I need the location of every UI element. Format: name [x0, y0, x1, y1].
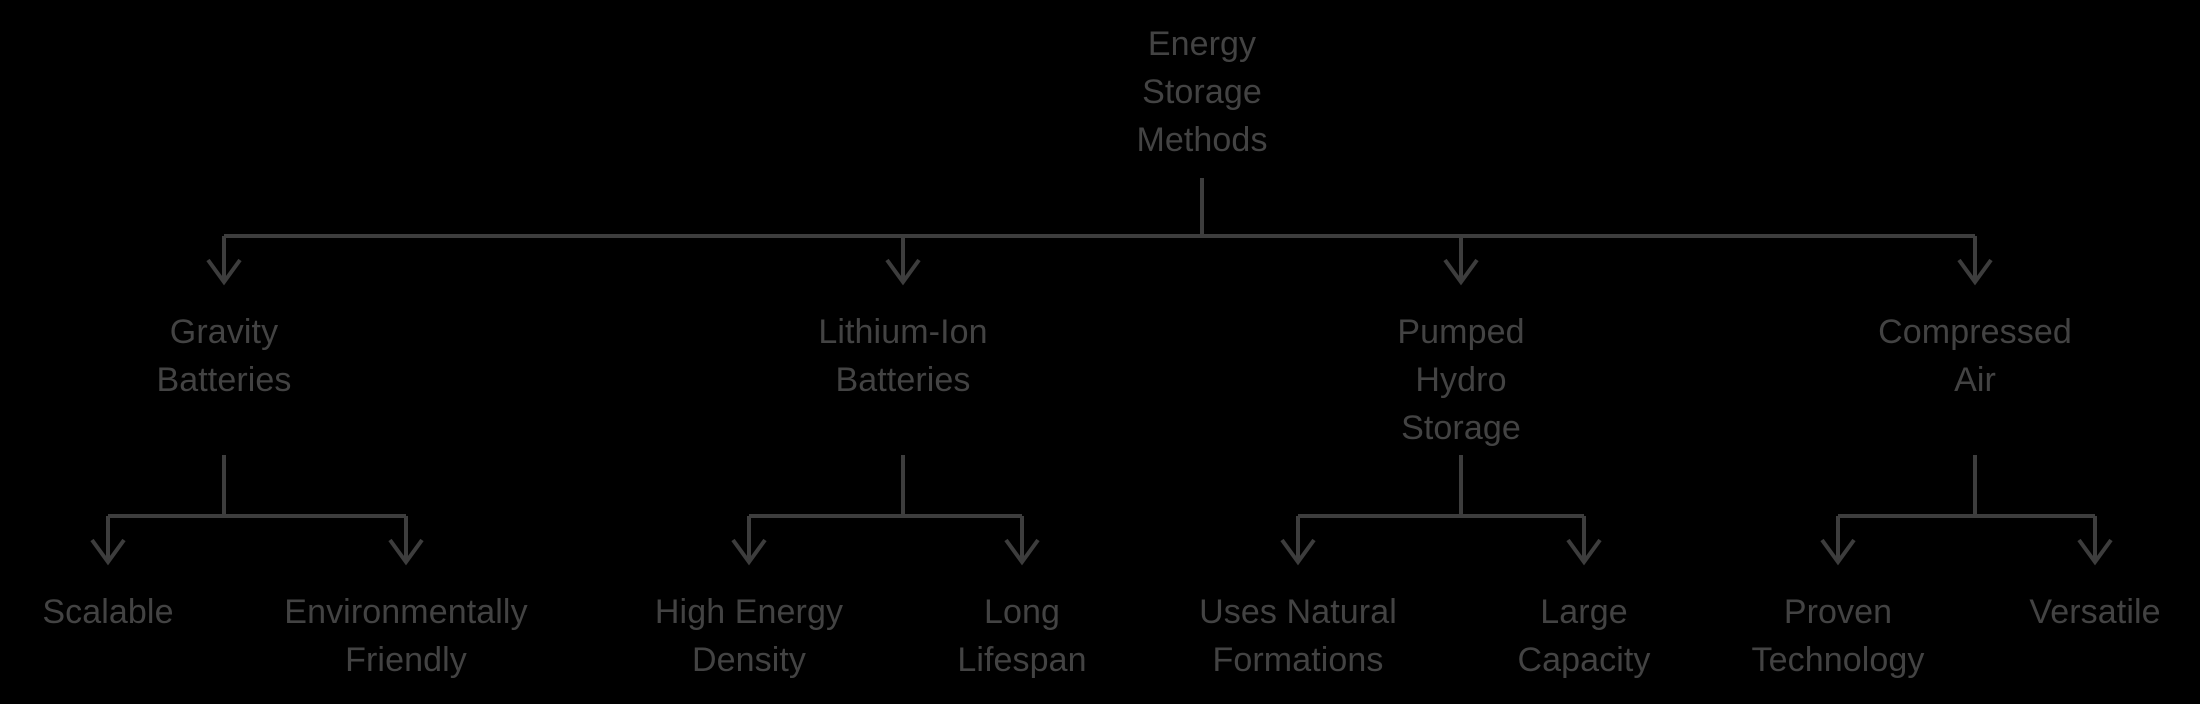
branch-node-compressed-air: Compressed Air	[1878, 313, 2072, 399]
arrowhead-level1-3	[1957, 258, 1993, 286]
arrowhead-level2-1-1	[1004, 538, 1040, 566]
leaf-node-environmentally-friendly: Environmentally Friendly	[284, 593, 528, 679]
leaf-node-large-capacity: Large Capacity	[1517, 593, 1651, 679]
branch-node-pumped-hydro-storage: Pumped Hydro Storage	[1397, 313, 1525, 447]
arrowhead-level1-0	[206, 258, 242, 286]
leaf-node-scalable: Scalable	[42, 593, 174, 631]
leaf-node-long-lifespan: Long Lifespan	[957, 593, 1087, 679]
arrowhead-level2-3-1	[2077, 538, 2113, 566]
arrowhead-level2-0-0	[90, 538, 126, 566]
arrowhead-level2-2-1	[1566, 538, 1602, 566]
arrowhead-level2-0-1	[388, 538, 424, 566]
leaf-node-high-energy-density: High Energy Density	[654, 593, 844, 679]
leaf-node-proven-technology: Proven Technology	[1751, 593, 1925, 679]
arrowhead-level2-1-0	[731, 538, 767, 566]
leaf-node-versatile: Versatile	[2029, 593, 2161, 631]
leaf-node-uses-natural-formations: Uses Natural Formations	[1199, 593, 1397, 679]
arrowhead-level1-1	[885, 258, 921, 286]
arrowhead-level2-3-0	[1820, 538, 1856, 566]
arrowhead-level2-2-0	[1280, 538, 1316, 566]
arrowhead-level1-2	[1443, 258, 1479, 286]
branch-node-lithium-ion-batteries: Lithium-Ion Batteries	[818, 313, 988, 399]
branch-node-gravity-batteries: Gravity Batteries	[156, 313, 292, 399]
root-node-root: Energy Storage Methods	[1136, 25, 1268, 159]
